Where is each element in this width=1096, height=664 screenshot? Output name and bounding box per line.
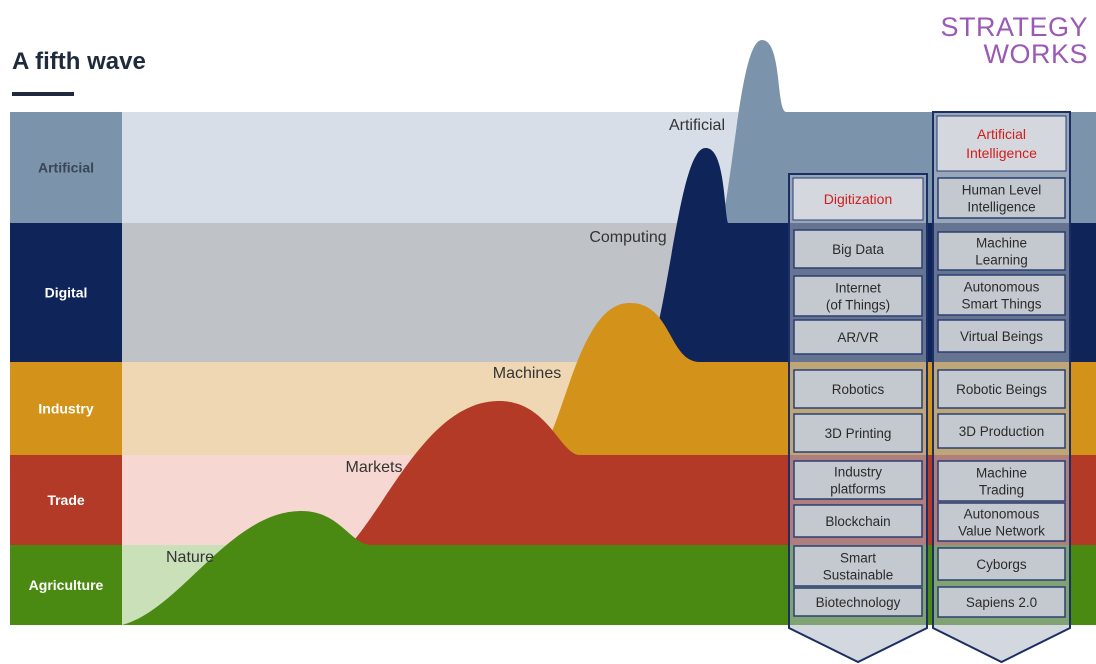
- column-digitization-box-blockchain: [793, 504, 923, 538]
- band-label-block-trade: [10, 455, 122, 545]
- column-ai-box-text: Machine: [976, 466, 1027, 481]
- column-digitization-box-text: Smart: [840, 551, 876, 566]
- wave-label-markets: Markets: [346, 459, 403, 476]
- column-digitization-header-box: [792, 177, 924, 221]
- column-digitization-box-big-data: [793, 229, 923, 269]
- column-digitization-box-text: Big Data: [832, 242, 884, 257]
- band-label-artificial: Artificial: [38, 160, 94, 176]
- column-ai-box-human-level-intelligence: [937, 177, 1066, 219]
- column-digitization-box-text: AR/VR: [837, 330, 879, 345]
- wave-label-machines: Machines: [493, 365, 561, 382]
- column-ai-box-text: Smart Things: [961, 297, 1041, 312]
- brand-logo: STRATEGY WORKS: [940, 14, 1088, 68]
- page-title: A fifth wave: [12, 48, 146, 75]
- band-label-industry: Industry: [38, 401, 93, 417]
- column-ai-box-text: Virtual Beings: [960, 329, 1043, 344]
- column-digitization-box-robotics: [793, 369, 923, 409]
- column-ai-box-machine-trading: [937, 460, 1066, 502]
- column-ai-header-box: [936, 115, 1067, 172]
- column-ai-box-cyborgs: [937, 547, 1066, 581]
- band-label-trade: Trade: [47, 492, 85, 508]
- column-digitization-box-text: Internet: [835, 281, 881, 296]
- column-ai-box-machine-learning: [937, 231, 1066, 271]
- column-digitization-box-internet-of-things: [793, 275, 923, 317]
- column-ai-box-sapiens-2-0: [937, 586, 1066, 618]
- column-digitization-box-biotechnology: [793, 587, 923, 617]
- column-ai-box-text: Sapiens 2.0: [966, 595, 1037, 610]
- column-digitization-box-3d-printing: [793, 413, 923, 453]
- wave-label-nature: Nature: [166, 549, 214, 566]
- column-digitization-box-text: Sustainable: [823, 568, 894, 583]
- column-digitization-box-smart-sustainable: [793, 545, 923, 587]
- band-label-block-agriculture: [10, 545, 122, 625]
- band-label-agriculture: Agriculture: [29, 577, 104, 593]
- band-label-block-industry: [10, 362, 122, 455]
- column-digitization-box-text: 3D Printing: [825, 426, 892, 441]
- column-ai-box-autonomous-value-network: [937, 502, 1066, 542]
- wave-label-computing: Computing: [589, 229, 666, 246]
- column-ai-box-text: Learning: [975, 253, 1028, 268]
- column-ai-box-text: Machine: [976, 236, 1027, 251]
- title-underline: [12, 92, 74, 96]
- column-ai-box-text: Human Level: [962, 183, 1042, 198]
- column-ai-box-robotic-beings: [937, 369, 1066, 409]
- wave-label-artificial: Artificial: [669, 117, 725, 134]
- column-ai-box-text: Autonomous: [964, 507, 1040, 522]
- column-digitization-box-text: Robotics: [832, 382, 885, 397]
- column-ai-box-text: Value Network: [958, 524, 1045, 539]
- column-ai-header-line: Artificial: [977, 126, 1026, 142]
- column-digitization-box-text: Biotechnology: [816, 595, 901, 610]
- band-label-digital: Digital: [45, 285, 88, 301]
- column-digitization-header-line: Digitization: [824, 191, 892, 207]
- column-ai-box-3d-production: [937, 413, 1066, 449]
- column-ai-box-text: Autonomous: [964, 280, 1040, 295]
- brand-line-1: STRATEGY: [940, 12, 1088, 42]
- column-ai-header-line: Intelligence: [966, 145, 1037, 161]
- column-ai-box-autonomous-smart-things: [937, 274, 1066, 316]
- column-ai-box-text: Cyborgs: [976, 557, 1027, 572]
- column-digitization-box-text: Industry: [834, 465, 882, 480]
- column-ai-box-text: Intelligence: [967, 200, 1035, 215]
- column-digitization-box-text: Blockchain: [825, 514, 890, 529]
- band-label-block-digital: [10, 223, 122, 362]
- column-digitization-box-industry-platforms: [793, 460, 923, 500]
- column-ai-box-text: Trading: [979, 483, 1024, 498]
- column-digitization-box-text: (of Things): [826, 298, 890, 313]
- column-digitization-box-ar-vr: [793, 319, 923, 355]
- brand-line-2: WORKS: [983, 39, 1088, 69]
- column-ai-box-text: 3D Production: [959, 424, 1045, 439]
- column-ai-box-text: Robotic Beings: [956, 382, 1047, 397]
- column-digitization-box-text: platforms: [830, 482, 886, 497]
- column-ai-box-virtual-beings: [937, 319, 1066, 353]
- band-label-block-artificial: [10, 112, 122, 223]
